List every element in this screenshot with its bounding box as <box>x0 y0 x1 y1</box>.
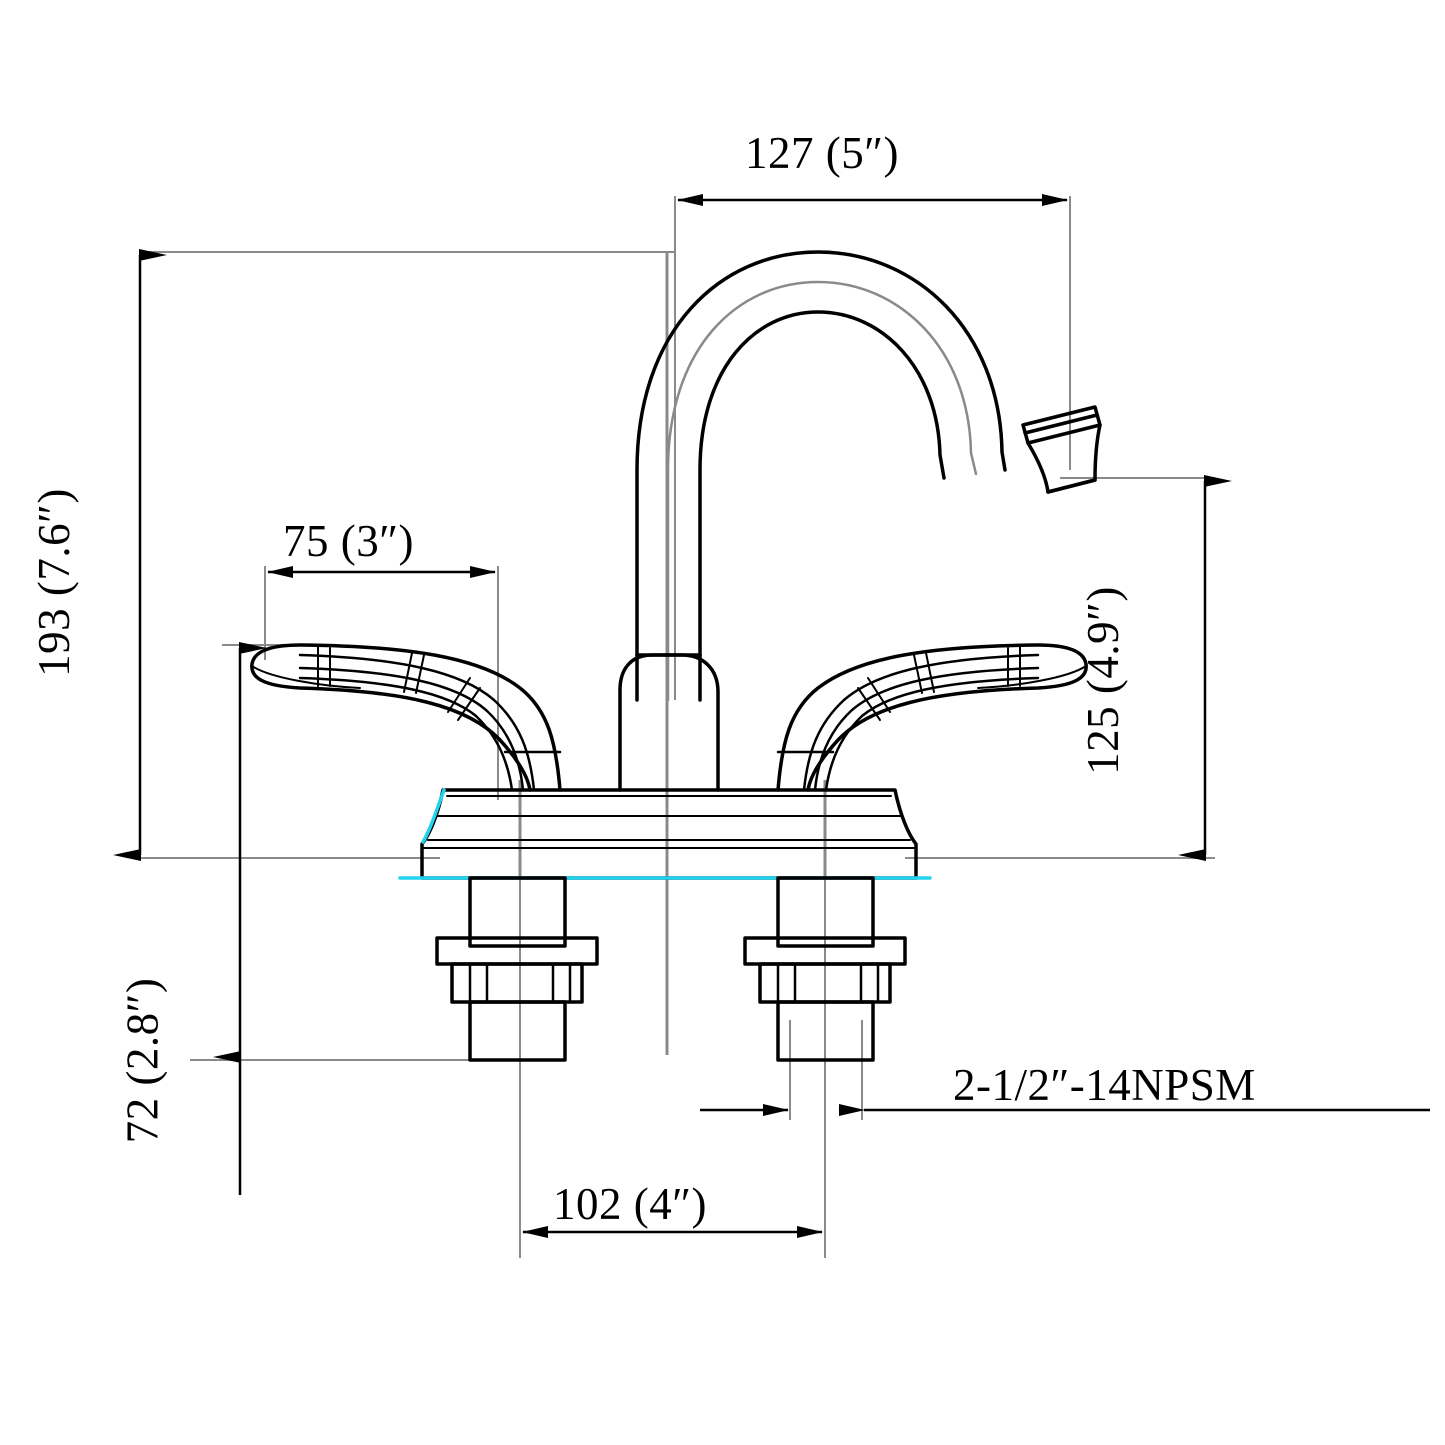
dim-label-spout-reach: 127 (5″) <box>745 128 899 178</box>
spout-outer-wall <box>635 250 1007 702</box>
left-handle <box>250 643 562 792</box>
escutcheon-deck-plate <box>420 788 918 880</box>
faucet-body <box>250 250 1102 1062</box>
left-mounting-shank <box>435 876 599 1062</box>
dim-label-spout-height: 125 (4.9″) <box>1077 586 1128 775</box>
dim-label-center-spacing: 102 (4″) <box>553 1179 707 1229</box>
dim-label-thread-spec: 2-1/2″-14NPSM <box>953 1060 1256 1110</box>
right-mounting-shank <box>743 876 907 1062</box>
escutcheon-accent-highlight <box>398 788 932 880</box>
right-handle <box>776 643 1088 792</box>
dim-label-handle-offset: 75 (3″) <box>283 516 414 566</box>
spout-aerator <box>1021 405 1102 494</box>
dim-label-overall-height: 193 (7.6″) <box>28 488 79 677</box>
spout-inner-wall <box>698 310 946 702</box>
dimension-lines <box>113 194 1430 1238</box>
spout-center-arc <box>666 280 978 702</box>
dim-label-shank-length: 72 (2.8″) <box>117 977 168 1144</box>
